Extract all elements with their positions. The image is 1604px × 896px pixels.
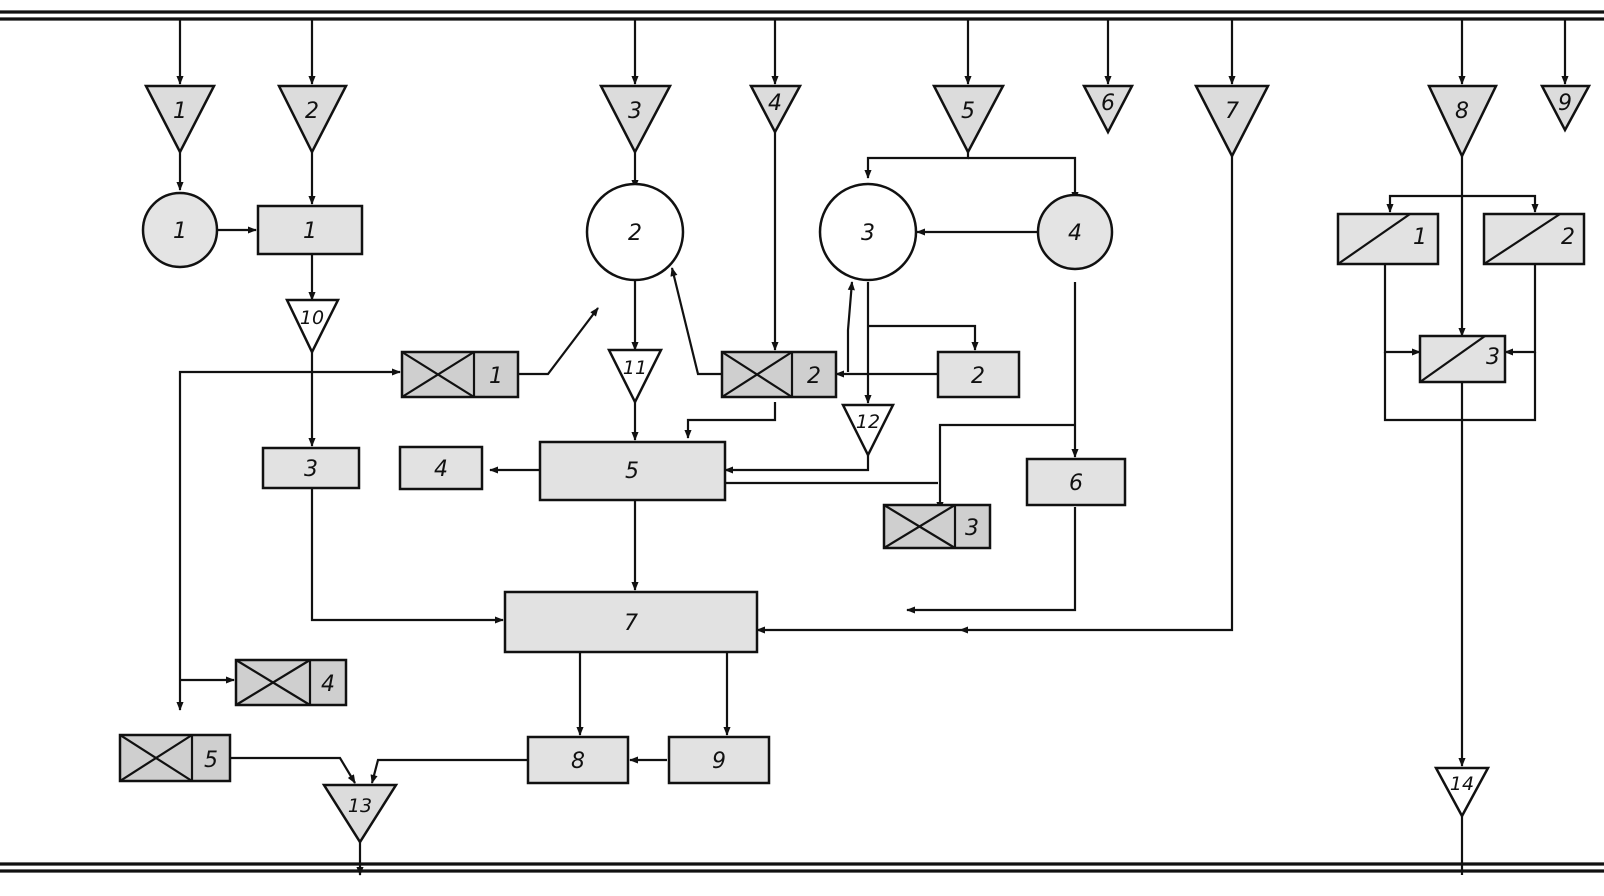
triangle-label-14: 14 bbox=[1450, 773, 1474, 795]
triangle-label-2: 2 bbox=[305, 99, 319, 124]
unit-box-7: 7 bbox=[503, 590, 759, 654]
unit-label-6: 6 bbox=[1069, 471, 1083, 496]
flow-lines bbox=[176, 19, 1569, 876]
slashed-unit-2: 2 bbox=[1482, 212, 1586, 266]
triangle-node-6: 6 bbox=[1081, 84, 1135, 135]
circle-label-1: 1 bbox=[173, 219, 187, 244]
triangle-node-4: 4 bbox=[748, 84, 803, 135]
triangle-node-11: 11 bbox=[606, 348, 664, 405]
unit-label-9: 9 bbox=[712, 749, 726, 774]
circle-node-2: 2 bbox=[585, 182, 685, 282]
crossed-unit-label-4: 4 bbox=[321, 672, 335, 697]
crossed-unit-label-2: 2 bbox=[807, 364, 821, 389]
triangle-node-9: 9 bbox=[1539, 84, 1592, 133]
triangle-label-9: 9 bbox=[1558, 91, 1572, 116]
triangle-node-7: 7 bbox=[1193, 84, 1271, 159]
top-bus bbox=[0, 10, 1604, 21]
unit-box-6: 6 bbox=[1025, 457, 1127, 507]
triangle-node-14: 14 bbox=[1433, 766, 1491, 819]
circle-label-2: 2 bbox=[628, 221, 642, 246]
unit-box-4: 4 bbox=[398, 445, 484, 491]
unit-label-4: 4 bbox=[434, 457, 448, 482]
circle-node-1: 1 bbox=[141, 191, 219, 269]
triangle-node-1: 1 bbox=[143, 84, 217, 155]
unit-box-1: 1 bbox=[256, 204, 364, 256]
unit-box-9: 9 bbox=[667, 735, 771, 785]
triangle-label-5: 5 bbox=[961, 99, 975, 124]
triangle-node-12: 12 bbox=[840, 403, 896, 458]
triangle-node-5: 5 bbox=[931, 84, 1006, 155]
unit-label-1: 1 bbox=[303, 219, 317, 244]
triangle-node-10: 10 bbox=[285, 298, 341, 355]
triangle-label-6: 6 bbox=[1101, 91, 1115, 116]
unit-box-3: 3 bbox=[261, 446, 361, 490]
unit-label-5: 5 bbox=[625, 459, 639, 484]
circle-label-4: 4 bbox=[1068, 221, 1082, 246]
slashed-unit-label-1: 1 bbox=[1413, 225, 1427, 250]
triangle-label-11: 11 bbox=[623, 357, 647, 379]
slashed-unit-1: 1 bbox=[1336, 212, 1440, 266]
triangle-label-7: 7 bbox=[1225, 99, 1239, 124]
triangle-label-13: 13 bbox=[348, 795, 372, 817]
crossed-unit-3: 3 bbox=[882, 503, 992, 550]
triangle-node-3: 3 bbox=[598, 84, 673, 155]
triangle-node-8: 8 bbox=[1427, 84, 1498, 159]
crossed-unit-4: 4 bbox=[234, 658, 348, 707]
slashed-unit-3: 3 bbox=[1418, 334, 1507, 384]
unit-box-2: 2 bbox=[936, 350, 1021, 399]
triangle-node-13: 13 bbox=[321, 783, 399, 845]
triangle-label-4: 4 bbox=[768, 91, 782, 116]
circle-node-4: 4 bbox=[1036, 193, 1114, 271]
triangle-label-10: 10 bbox=[300, 307, 324, 329]
unit-label-8: 8 bbox=[571, 749, 585, 774]
triangle-label-8: 8 bbox=[1455, 99, 1469, 124]
triangle-label-3: 3 bbox=[628, 99, 642, 124]
triangle-label-1: 1 bbox=[173, 99, 187, 124]
crossed-unit-label-3: 3 bbox=[965, 516, 979, 541]
triangle-node-2: 2 bbox=[276, 84, 349, 155]
circle-node-3: 3 bbox=[818, 182, 918, 282]
slashed-unit-label-3: 3 bbox=[1486, 345, 1500, 370]
unit-label-2: 2 bbox=[971, 364, 985, 389]
crossed-unit-label-1: 1 bbox=[489, 364, 503, 389]
crossed-unit-label-5: 5 bbox=[204, 748, 218, 773]
triangle-label-12: 12 bbox=[856, 411, 880, 433]
crossed-unit-2: 2 bbox=[720, 350, 838, 399]
circle-label-3: 3 bbox=[861, 221, 875, 246]
unit-label-7: 7 bbox=[624, 611, 638, 636]
crossed-unit-5: 5 bbox=[118, 733, 232, 783]
slashed-unit-label-2: 2 bbox=[1561, 225, 1575, 250]
crossed-unit-1: 1 bbox=[400, 350, 520, 399]
unit-label-3: 3 bbox=[304, 457, 318, 482]
unit-box-8: 8 bbox=[526, 735, 630, 785]
unit-box-5: 5 bbox=[538, 440, 727, 502]
bottom-bus bbox=[0, 862, 1604, 873]
